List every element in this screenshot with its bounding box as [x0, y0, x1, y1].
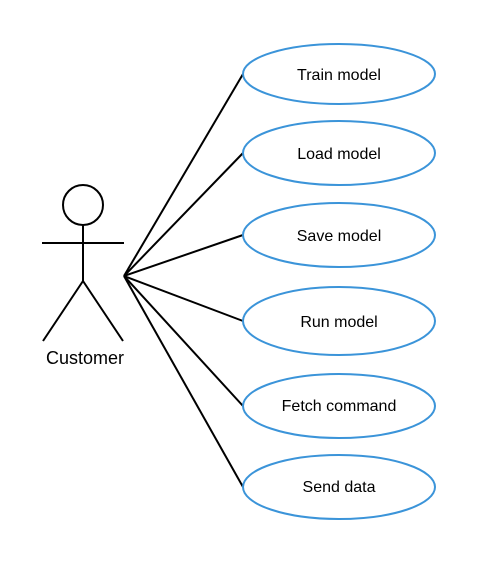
use-case-label: Save model: [297, 228, 382, 245]
use-case-ellipse: [242, 120, 436, 186]
use-case-ellipse: [242, 43, 436, 105]
use-case-save-model[interactable]: Save model: [242, 202, 436, 268]
use-case-ellipse: [242, 202, 436, 268]
use-case-ellipse: [242, 373, 436, 439]
actor-head: [62, 184, 104, 226]
actor-left-leg: [42, 280, 84, 342]
association-save-model: [123, 234, 244, 277]
association-train-model: [123, 73, 244, 277]
use-case-fetch-command[interactable]: Fetch command: [242, 373, 436, 439]
actor-right-leg: [82, 280, 124, 342]
association-send-data: [123, 275, 244, 488]
use-case-label: Run model: [300, 314, 377, 331]
association-lines: [123, 73, 244, 488]
association-fetch-command: [123, 275, 244, 407]
association-load-model: [123, 152, 244, 277]
use-case-train-model[interactable]: Train model: [242, 43, 436, 105]
use-case-label: Send data: [303, 479, 376, 496]
use-case-send-data[interactable]: Send data: [242, 454, 436, 520]
actor-label: Customer: [46, 348, 124, 368]
use-case-label: Train model: [297, 67, 381, 84]
use-case-ellipse: [242, 286, 436, 356]
use-case-load-model[interactable]: Load model: [242, 120, 436, 186]
association-run-model: [123, 275, 244, 322]
actor-customer[interactable]: [42, 184, 124, 342]
use-case-ellipse: [242, 454, 436, 520]
use-case-label: Fetch command: [282, 398, 397, 415]
use-case-label: Load model: [297, 146, 381, 163]
use-case-run-model[interactable]: Run model: [242, 286, 436, 356]
